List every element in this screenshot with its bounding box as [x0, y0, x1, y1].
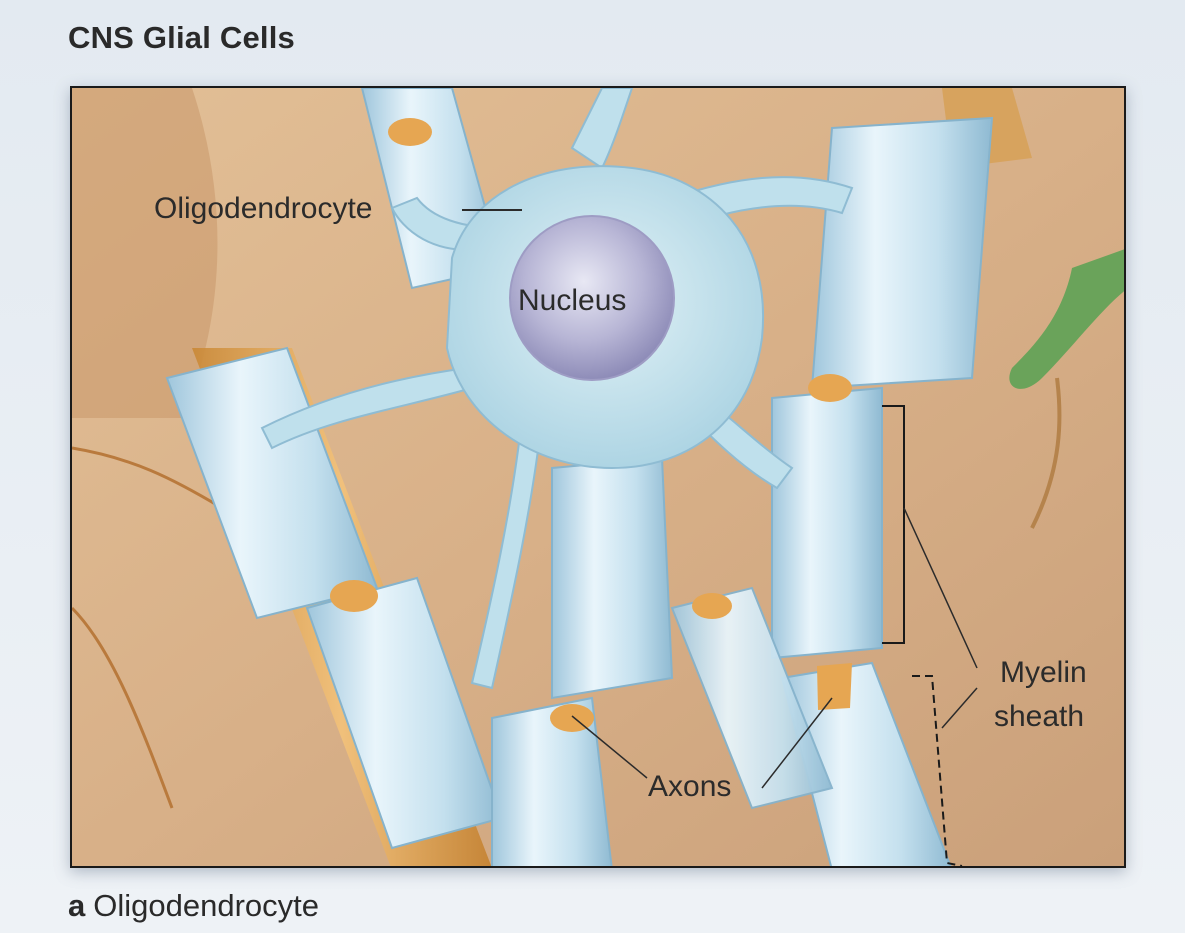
- label-nucleus: Nucleus: [518, 284, 626, 318]
- caption-text: Oligodendrocyte: [93, 888, 319, 923]
- figure-caption: aOligodendrocyte: [68, 888, 319, 924]
- caption-letter: a: [68, 888, 85, 923]
- oligodendrocyte-illustration: Oligodendrocyte Nucleus Myelin sheath Ax…: [70, 86, 1126, 868]
- figure-title: CNS Glial Cells: [68, 20, 295, 56]
- background-axon-shadow: [72, 88, 217, 418]
- label-myelin: Myelin: [1000, 656, 1087, 690]
- label-oligodendrocyte: Oligodendrocyte: [154, 192, 372, 226]
- label-sheath: sheath: [994, 700, 1084, 734]
- label-axons: Axons: [648, 770, 731, 804]
